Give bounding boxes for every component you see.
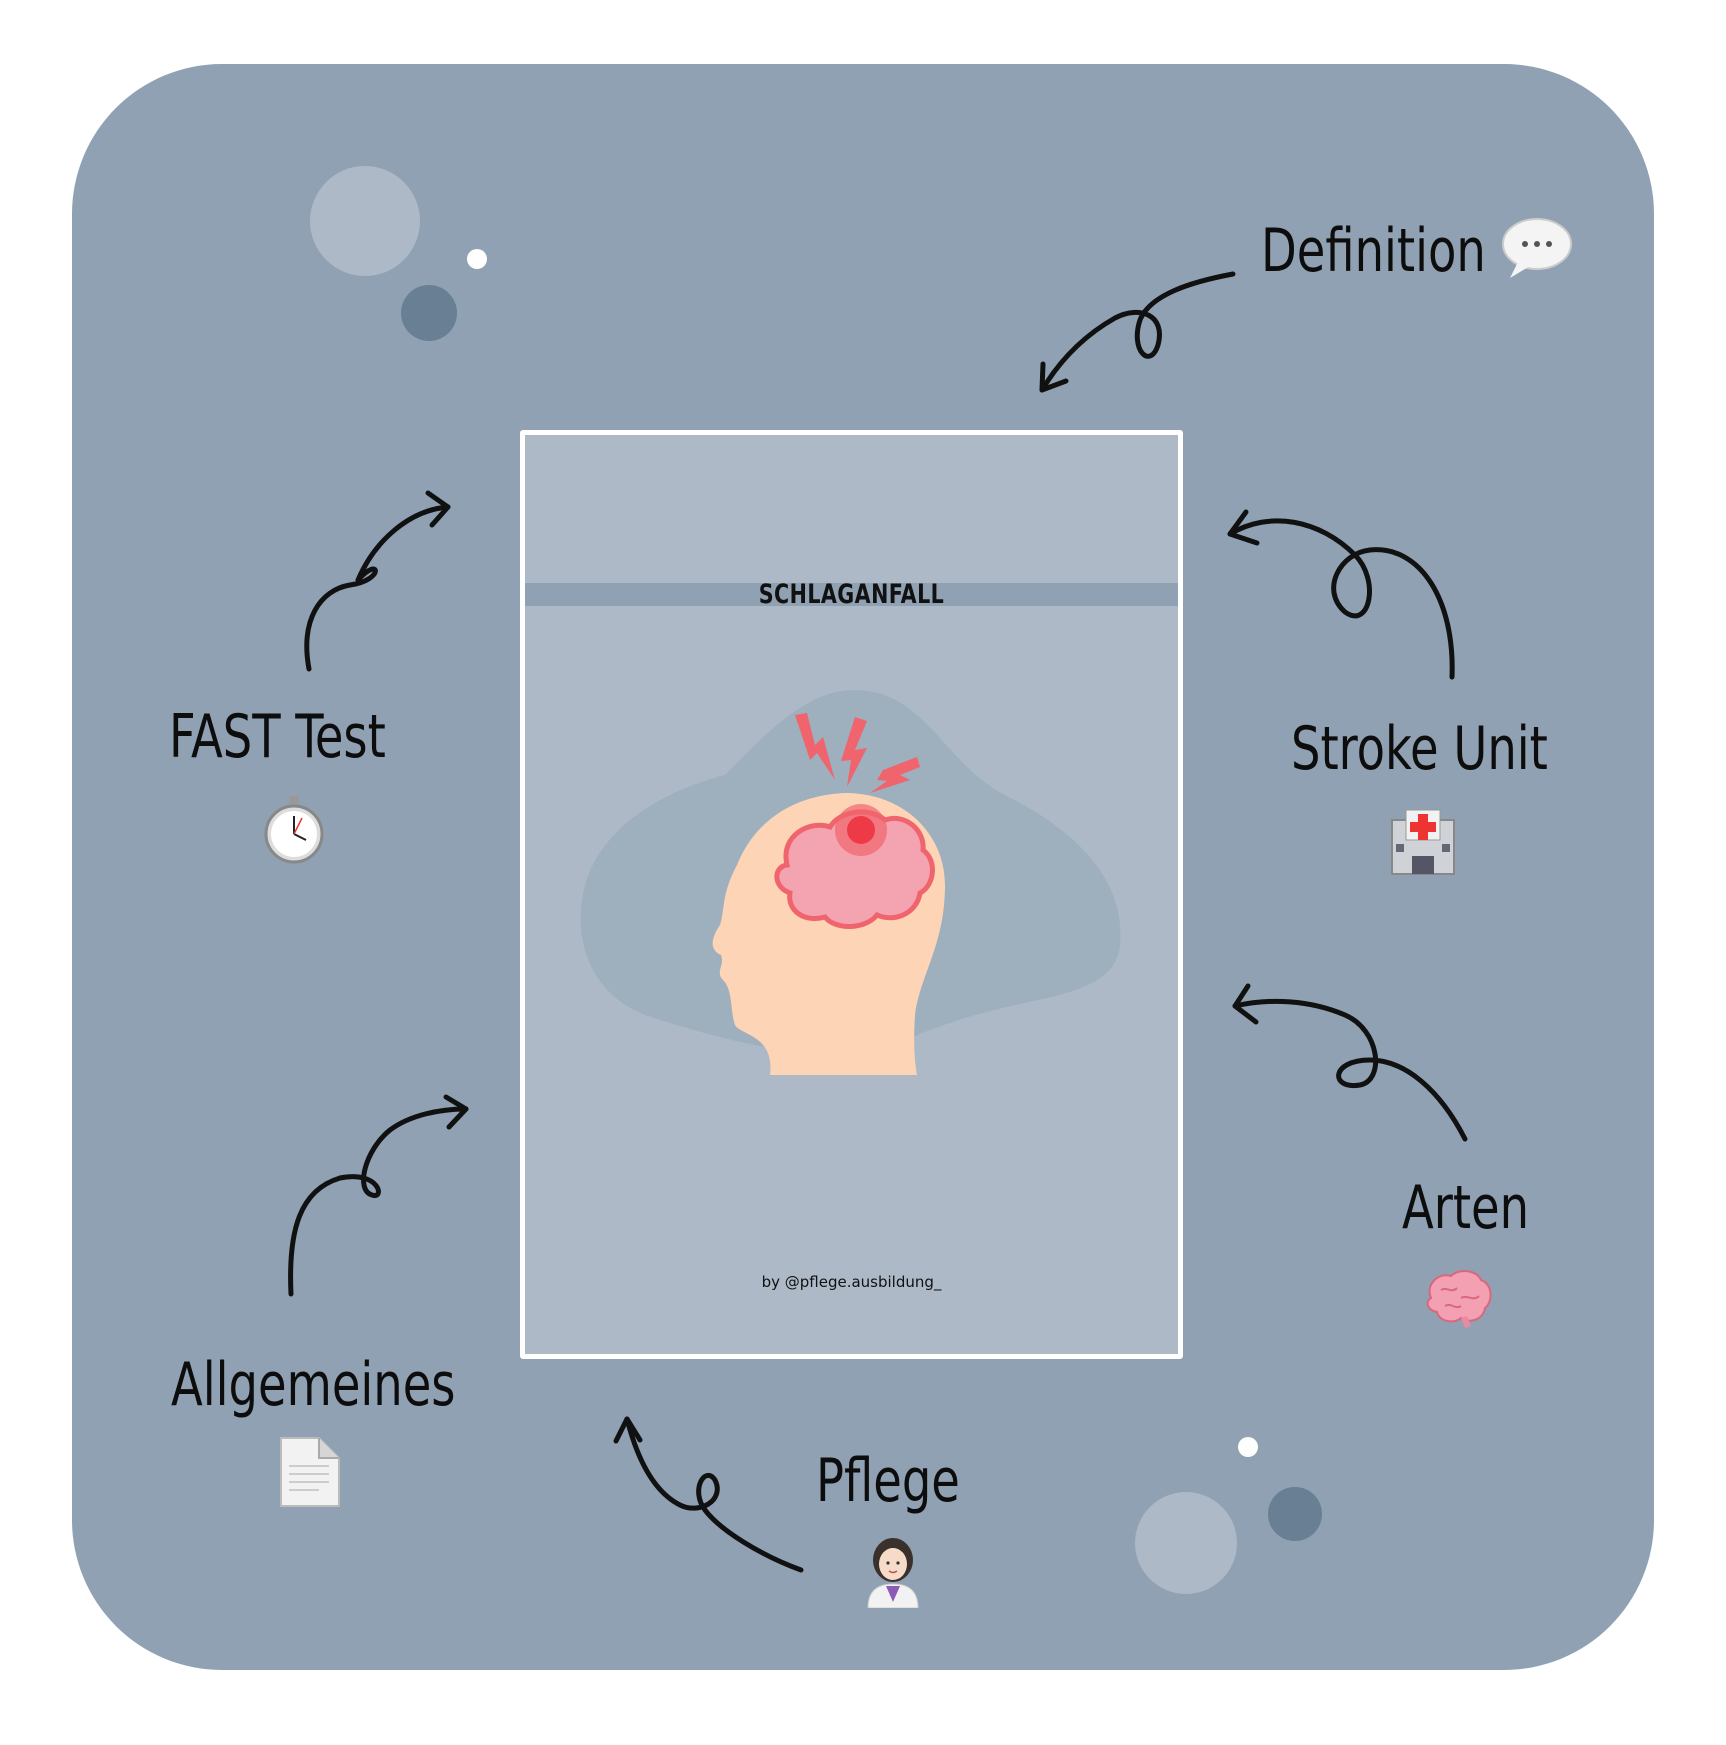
arrow-stroke-unit [1227,509,1455,680]
topic-label-stroke-unit: Stroke Unit [1291,714,1548,784]
topic-label-fast-test: FAST Test [169,702,386,772]
cover-card: SCHLAGANFALL by @pflege.ausbildung_ [520,430,1183,1359]
topic-label-arten: Arten [1402,1173,1530,1243]
nurse-icon [867,1538,919,1608]
arrow-arten [1232,983,1468,1142]
topic-label-definition: Definition [1261,216,1486,286]
lightning-icon [795,713,835,780]
cover-title: SCHLAGANFALL [758,579,945,610]
arrow-pflege [613,1416,804,1573]
stroke-head-illustration [580,690,1121,1075]
arrow-allgemeines [288,1094,469,1297]
brain-icon [1426,1270,1492,1328]
decor-circle-dark [1268,1487,1322,1541]
hospital-icon [1391,809,1455,875]
decor-circle-white [467,249,487,269]
speech-bubble-icon [1502,218,1572,278]
decor-circle-light [310,166,420,276]
cover-byline: by @pflege.ausbildung_ [761,1273,942,1291]
lightning-icon [841,717,867,787]
brain-drawing [774,809,935,929]
title-band [525,583,1178,606]
decor-circle-white [1238,1437,1258,1457]
lightning-icon [870,757,920,793]
topic-label-pflege: Pflege [816,1446,960,1516]
arrow-fast-test [304,490,451,672]
decor-circle-dark [401,285,457,341]
document-icon [280,1437,340,1507]
arrow-definition [1039,271,1236,393]
stopwatch-icon [264,796,324,864]
decor-circle-light [1135,1492,1237,1594]
topic-label-allgemeines: Allgemeines [171,1350,456,1420]
